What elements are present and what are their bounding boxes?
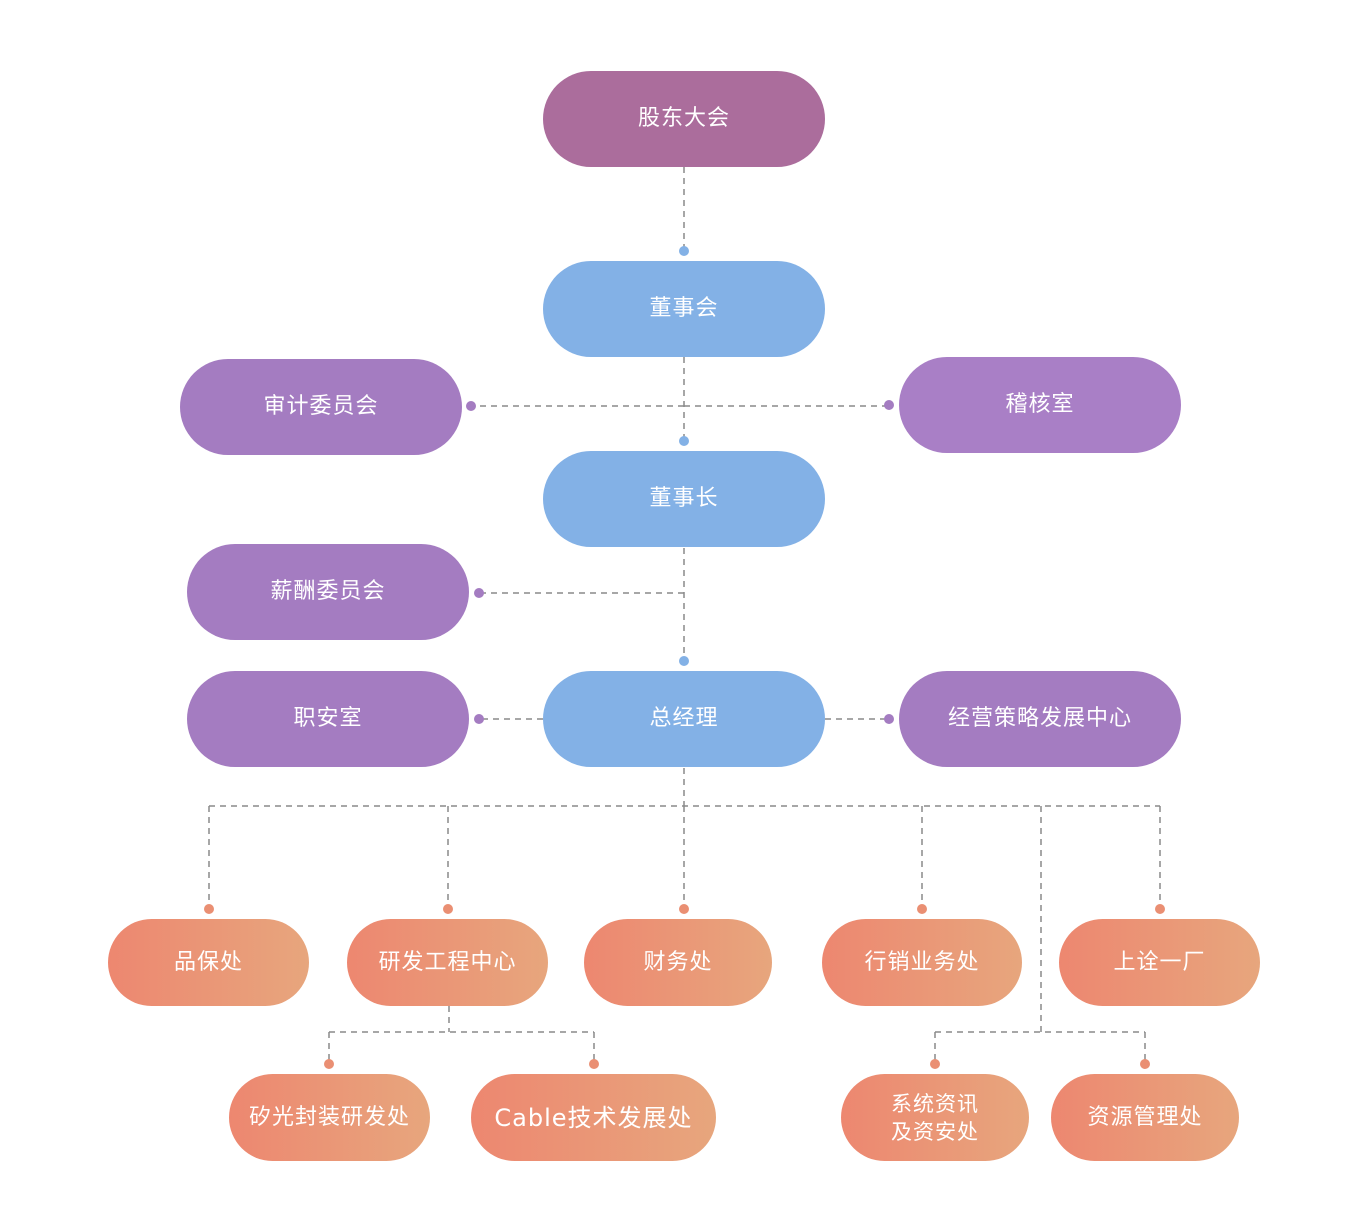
node-audit-office[interactable]: 稽核室 <box>899 357 1181 453</box>
dot-audit-committee <box>466 401 476 411</box>
node-label: 审计委员会 <box>263 394 379 419</box>
node-label: 经营策略发展中心 <box>947 706 1132 731</box>
dot-chairman <box>679 436 689 446</box>
node-label: 资源管理处 <box>1087 1104 1203 1130</box>
node-label: 品保处 <box>173 949 243 975</box>
dot-finance <box>679 904 689 914</box>
node-label: 行销业务处 <box>864 949 980 975</box>
node-resource-mgmt[interactable]: 资源管理处 <box>1051 1074 1239 1161</box>
node-label: 董事会 <box>649 296 719 321</box>
node-it-security[interactable]: 系统资讯 及资安处 <box>841 1074 1029 1161</box>
dot-quality <box>204 904 214 914</box>
dot-safety <box>474 714 484 724</box>
node-label: 总经理 <box>649 706 719 731</box>
dot-strategy <box>884 714 894 724</box>
dot-gm <box>679 656 689 666</box>
node-silicon-photonics[interactable]: 矽光封装研发处 <box>229 1074 430 1161</box>
node-label: 研发工程中心 <box>378 949 517 975</box>
node-board[interactable]: 董事会 <box>543 261 825 357</box>
node-audit-committee[interactable]: 审计委员会 <box>180 359 462 455</box>
node-shareholders[interactable]: 股东大会 <box>543 71 825 167</box>
node-finance[interactable]: 财务处 <box>584 919 772 1006</box>
dot-cable <box>589 1059 599 1069</box>
dot-silicon <box>324 1059 334 1069</box>
dot-sales <box>917 904 927 914</box>
node-label: 薪酬委员会 <box>270 579 386 604</box>
node-chairman[interactable]: 董事长 <box>543 451 825 547</box>
node-label: Cable技术发展处 <box>494 1103 693 1132</box>
dot-compensation <box>474 588 484 598</box>
node-label: 上诠一厂 <box>1113 949 1206 975</box>
node-label: 股东大会 <box>637 106 730 131</box>
node-label: 董事长 <box>649 486 719 511</box>
dot-resource <box>1140 1059 1150 1069</box>
dot-board <box>679 246 689 256</box>
node-label: 职安室 <box>293 706 363 731</box>
node-factory[interactable]: 上诠一厂 <box>1059 919 1260 1006</box>
node-cable-tech[interactable]: Cable技术发展处 <box>471 1074 716 1161</box>
dot-audit-office <box>884 400 894 410</box>
node-sales[interactable]: 行销业务处 <box>822 919 1022 1006</box>
dot-rnd <box>443 904 453 914</box>
node-safety-office[interactable]: 职安室 <box>187 671 469 767</box>
dot-it-security <box>930 1059 940 1069</box>
dot-factory <box>1155 904 1165 914</box>
node-general-manager[interactable]: 总经理 <box>543 671 825 767</box>
node-label: 财务处 <box>643 949 713 975</box>
node-label: 系统资讯 及资安处 <box>891 1091 979 1144</box>
node-quality[interactable]: 品保处 <box>108 919 309 1006</box>
node-rnd-center[interactable]: 研发工程中心 <box>347 919 548 1006</box>
node-label: 稽核室 <box>1005 392 1075 417</box>
node-label: 矽光封装研发处 <box>248 1104 410 1130</box>
node-compensation-committee[interactable]: 薪酬委员会 <box>187 544 469 640</box>
node-strategy-center[interactable]: 经营策略发展中心 <box>899 671 1181 767</box>
